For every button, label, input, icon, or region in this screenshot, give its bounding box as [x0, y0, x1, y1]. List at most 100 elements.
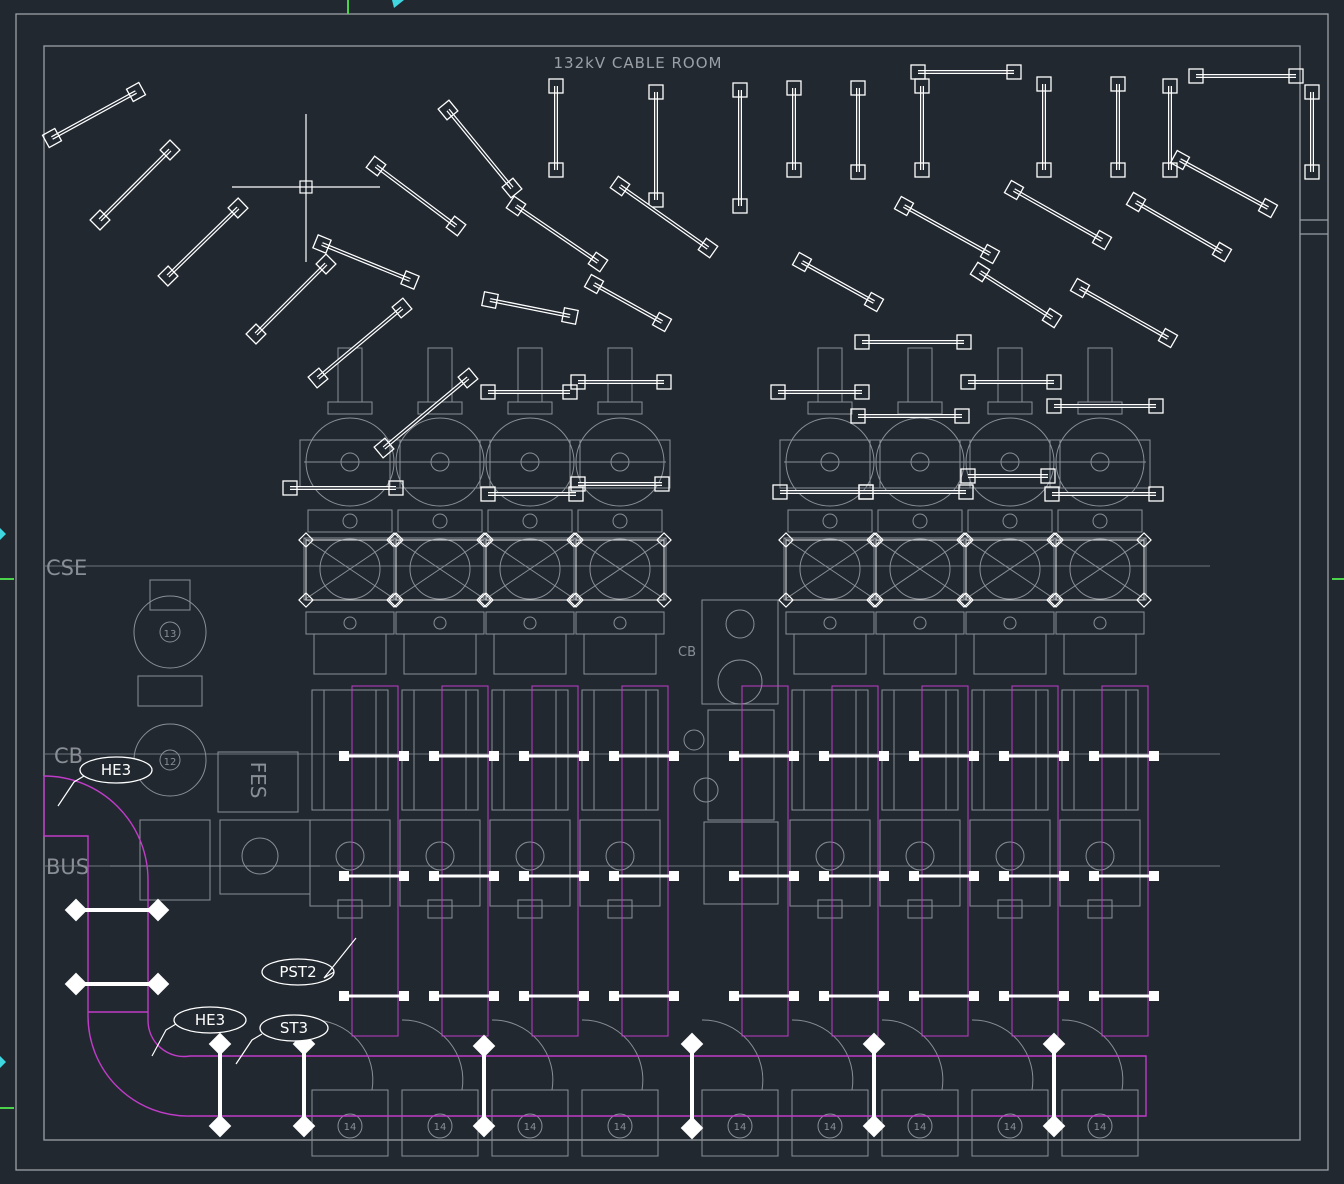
bus-link-node	[729, 991, 739, 1001]
bus-link-node	[1089, 871, 1099, 881]
ct-ring	[409, 538, 471, 600]
support	[907, 899, 933, 919]
cable-segment	[480, 384, 578, 400]
bus-connection	[1059, 819, 1141, 907]
bus-link-node	[339, 871, 349, 881]
bus-centerline-label: BUS	[46, 855, 89, 879]
cable-segment	[850, 80, 866, 180]
bus-connection-node	[335, 841, 365, 871]
cable-segment	[960, 468, 1056, 484]
bus-link-node	[1149, 991, 1159, 1001]
insulator-frame-outline	[575, 539, 665, 601]
bus-link-node	[879, 871, 889, 881]
bus-link-node	[339, 991, 349, 1001]
bus-link-node	[609, 871, 619, 881]
bus-link-node	[729, 751, 739, 761]
bus-connection	[489, 819, 571, 907]
vertical-tray	[531, 685, 579, 1037]
cable-end-marker	[1148, 486, 1164, 502]
tag-12: 12	[164, 757, 177, 768]
bus-link-node	[429, 871, 439, 881]
ct-ring	[1069, 538, 1131, 600]
bus-link-cable	[429, 751, 499, 761]
crosshair-cursor[interactable]	[232, 114, 380, 262]
bus-link-node	[969, 871, 979, 881]
cb-centerline-label: CB	[54, 744, 83, 768]
bus-link-node	[519, 751, 529, 761]
cable-segment	[41, 81, 147, 149]
bus-link-node	[669, 871, 679, 881]
cable-segment	[858, 484, 974, 500]
switchgear-bay	[779, 347, 881, 919]
cable-end-marker	[1040, 468, 1056, 484]
ct-ring	[499, 538, 561, 600]
tag-14: 14	[1094, 1122, 1107, 1133]
bus-link-node	[669, 751, 679, 761]
cable-segment	[1169, 149, 1279, 219]
diamond-node	[64, 898, 88, 922]
door-swing	[701, 1019, 764, 1091]
ct-ring	[589, 538, 651, 600]
link-box-marker	[1093, 616, 1107, 630]
cable-segment	[1304, 84, 1320, 180]
bus-link-node	[909, 751, 919, 761]
door-swing	[401, 1019, 464, 1091]
disconnector-housing	[787, 509, 873, 533]
cable-segment	[854, 334, 972, 350]
center-cb-column	[683, 599, 779, 905]
cable-end-marker	[159, 139, 181, 161]
cable-end-marker	[282, 480, 298, 496]
bus-link-node	[819, 991, 829, 1001]
cable-end-marker	[457, 367, 479, 389]
cable-segment	[1036, 76, 1052, 178]
support	[337, 899, 363, 919]
cable-end-marker	[697, 237, 719, 259]
cable-segment	[1110, 76, 1126, 178]
bus-link-cable	[339, 751, 409, 761]
cable-segment	[548, 78, 564, 178]
bus-link-node	[1089, 751, 1099, 761]
bus-link-node	[1059, 991, 1069, 1001]
cable-segment	[282, 480, 404, 496]
bus-connection-node	[905, 841, 935, 871]
lower-housing	[313, 633, 387, 675]
cable-end-marker	[373, 437, 395, 459]
cable-end-marker	[854, 334, 870, 350]
cable-end-marker	[850, 80, 866, 96]
insulator-node	[1136, 532, 1152, 548]
cable-end-marker	[157, 265, 179, 287]
centerline-labels: CSE CB BUS CB FES	[46, 556, 696, 879]
bus-connection-node	[995, 841, 1025, 871]
cable-end-marker	[770, 384, 786, 400]
insulator-node	[1048, 532, 1064, 548]
bus-link-node	[399, 871, 409, 881]
cable-segment	[1003, 179, 1113, 251]
cable-segment	[791, 251, 885, 313]
bus-link-cable	[909, 751, 979, 761]
bushing-flange	[507, 401, 553, 415]
insulator-node	[778, 592, 794, 608]
bus-link-node	[969, 991, 979, 1001]
switchgear-bay	[299, 347, 401, 919]
cable-end-marker	[1044, 486, 1060, 502]
vertical-column	[311, 689, 389, 811]
tray-cable	[472, 1034, 496, 1138]
insulator-node	[476, 532, 492, 548]
cable-end-marker	[914, 78, 930, 94]
insulator-node	[866, 532, 882, 548]
bus-link-cable	[1089, 751, 1159, 761]
lower-housing	[793, 633, 867, 675]
bushing-flange	[327, 401, 373, 415]
bus-link-node	[909, 871, 919, 881]
link-box-marker	[523, 616, 537, 630]
disconnector-housing	[967, 509, 1053, 533]
fes-housing	[217, 751, 299, 813]
center-cb-column-body	[707, 709, 775, 821]
insulator-node	[568, 592, 584, 608]
cable-segment	[1044, 486, 1164, 502]
cable-segment	[732, 82, 748, 214]
cable-end-marker	[1162, 78, 1178, 94]
disconnector-marker	[1002, 513, 1018, 529]
vertical-tray	[1011, 685, 1059, 1037]
